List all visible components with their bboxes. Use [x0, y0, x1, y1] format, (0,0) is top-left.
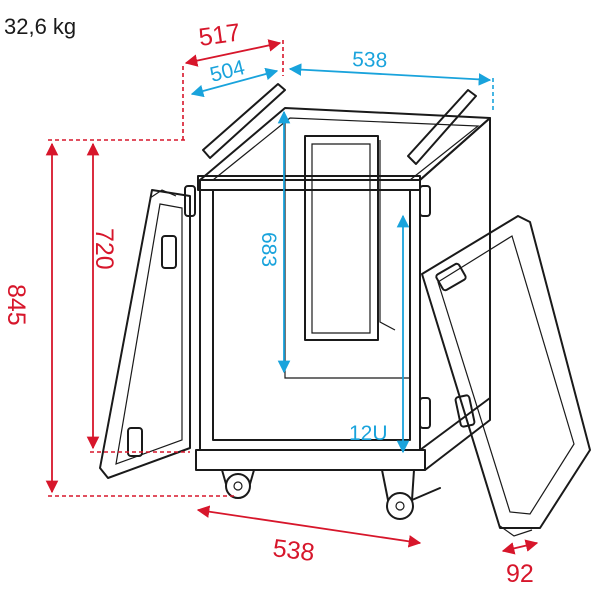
lid-right-outer	[421, 215, 591, 529]
red-dimension-lines	[45, 39, 539, 555]
weight-label: 32,6 kg	[4, 14, 77, 39]
case-top-bar	[197, 175, 421, 191]
lid-left-inner	[115, 203, 183, 465]
top-rail-right	[407, 89, 477, 165]
rack-panel	[304, 135, 379, 341]
dim-517-arrow	[184, 39, 282, 67]
lid-left-handle-top	[161, 235, 177, 269]
rack-panel-inner	[311, 143, 371, 334]
lid-left	[99, 189, 191, 479]
rack-rail	[379, 140, 396, 331]
lid-right-handle-bottom	[454, 394, 476, 428]
rack-case	[184, 83, 491, 520]
dim-label-538-bottom: 538	[271, 534, 316, 567]
dim-label-538-top: 538	[352, 48, 388, 72]
lid-right-inner	[437, 235, 575, 515]
lid-left-outer	[99, 189, 191, 479]
case-front-frame	[199, 179, 421, 451]
case-base	[195, 449, 426, 471]
wheel-bracket-left	[221, 469, 255, 485]
dim-538-top-arrow	[288, 63, 492, 86]
lid-right-handle-top	[435, 262, 467, 292]
case-right-side	[419, 117, 491, 451]
dim-label-683: 683	[257, 232, 280, 267]
latch-lower-right	[419, 397, 431, 429]
lid-left-corner	[149, 189, 177, 199]
top-rail-left	[202, 83, 286, 159]
dim-label-12u: 12U	[349, 422, 388, 445]
dim-504-arrow	[190, 67, 279, 98]
dim-label-504: 504	[208, 56, 248, 87]
dim-label-517: 517	[197, 18, 242, 52]
wheel-bracket-right	[381, 469, 441, 501]
dim-538-bottom-arrow	[196, 505, 422, 548]
wheel-front-right	[386, 492, 414, 520]
wheel-front-left-hub	[233, 481, 243, 491]
dim-label-720: 720	[90, 228, 118, 270]
wheel-front-left	[225, 473, 251, 499]
dim-label-92: 92	[506, 560, 534, 588]
lid-right	[421, 215, 591, 537]
lid-right-corner	[499, 525, 533, 537]
blue-dimension-lines	[190, 63, 494, 454]
case-base-side	[424, 397, 491, 471]
dim-92-arrow	[501, 539, 539, 555]
dim-label-845: 845	[2, 284, 30, 326]
case-top-inner	[212, 117, 480, 181]
lid-left-handle-bottom	[127, 427, 143, 457]
wheel-front-right-hub	[395, 501, 405, 511]
latch-upper-right	[419, 185, 431, 217]
